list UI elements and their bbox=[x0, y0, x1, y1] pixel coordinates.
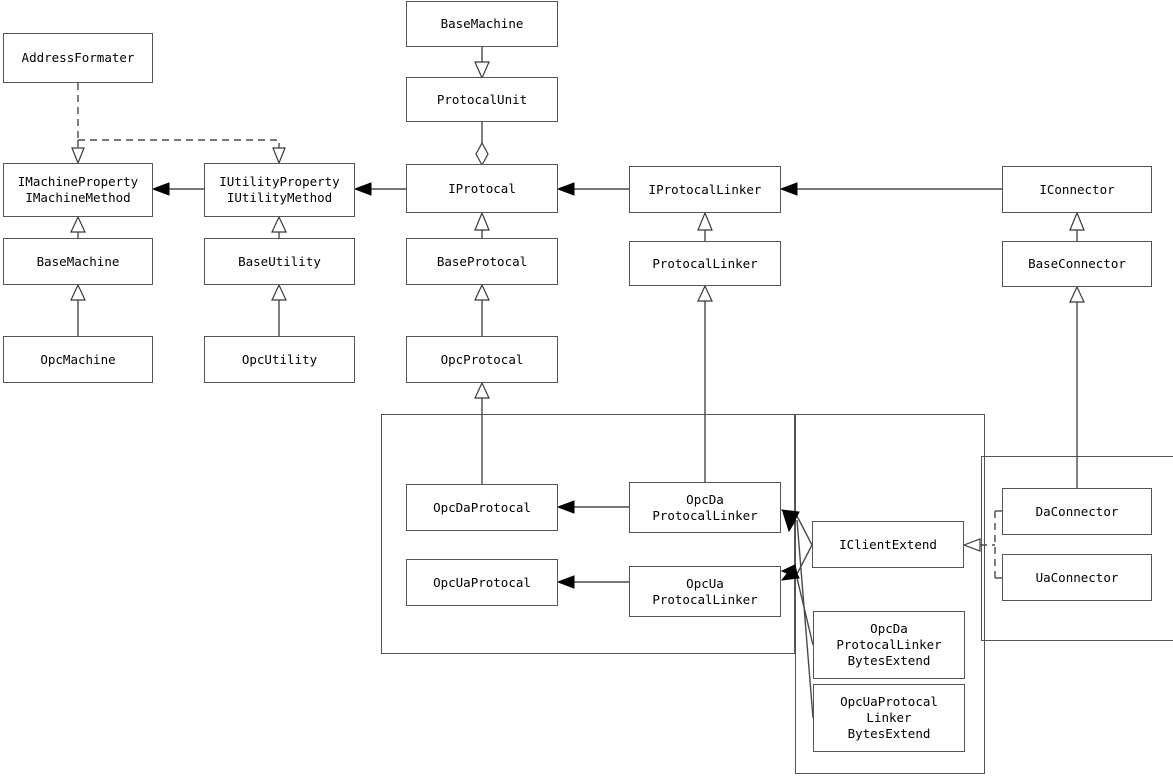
class-box-iprotocal-linker[interactable]: IProtocalLinker bbox=[629, 166, 781, 213]
class-box-iprotocal[interactable]: IProtocal bbox=[406, 164, 558, 213]
class-box-opc-machine[interactable]: OpcMachine bbox=[3, 336, 153, 383]
opc-protocal-group-box bbox=[381, 414, 795, 654]
class-box-base-connector[interactable]: BaseConnector bbox=[1002, 241, 1152, 287]
class-box-opc-ua-protocal-linker[interactable]: OpcUa ProtocalLinker bbox=[629, 566, 781, 617]
class-box-ua-connector[interactable]: UaConnector bbox=[1002, 554, 1152, 601]
generalization-head-opcprotocal bbox=[474, 381, 490, 399]
generalization-head-basemachine-left bbox=[70, 283, 86, 301]
association-head-iutility bbox=[353, 182, 372, 196]
generalization-head-protocallinker bbox=[697, 284, 713, 302]
class-box-iutility-property[interactable]: IUtilityProperty IUtilityMethod bbox=[204, 163, 355, 217]
class-box-base-machine-left[interactable]: BaseMachine bbox=[3, 238, 153, 285]
association-head-imachine bbox=[151, 182, 170, 196]
class-box-opc-ua-linker-bytes[interactable]: OpcUaProtocal Linker BytesExtend bbox=[813, 684, 965, 752]
class-box-opc-da-protocal[interactable]: OpcDaProtocal bbox=[406, 484, 558, 531]
edge-addressformater-branch bbox=[78, 139, 280, 150]
connector-group-box bbox=[981, 456, 1173, 641]
generalization-head-iprotocal bbox=[474, 211, 490, 231]
class-box-iconnector[interactable]: IConnector bbox=[1002, 166, 1152, 213]
class-box-iclient-extend[interactable]: IClientExtend bbox=[812, 521, 964, 568]
class-box-imachine-property[interactable]: IMachineProperty IMachineMethod bbox=[3, 163, 153, 217]
association-head-iprotocallinker bbox=[779, 182, 798, 196]
client-extend-group-box bbox=[795, 414, 985, 774]
class-box-opc-da-linker-bytes[interactable]: OpcDa ProtocalLinker BytesExtend bbox=[813, 611, 965, 679]
dependency-head-imachine bbox=[71, 147, 85, 165]
dependency-head-iutility bbox=[272, 147, 286, 165]
association-head-iprotocal bbox=[556, 182, 575, 196]
aggregation-diamond-iprotocal bbox=[475, 141, 489, 167]
class-box-opc-protocal[interactable]: OpcProtocal bbox=[406, 336, 558, 383]
class-box-base-utility[interactable]: BaseUtility bbox=[204, 238, 355, 285]
generalization-head-iutilityproperty bbox=[271, 215, 287, 233]
class-box-address-formater[interactable]: AddressFormater bbox=[3, 33, 153, 83]
generalization-head-imachineproperty bbox=[70, 215, 86, 233]
class-box-protocal-linker[interactable]: ProtocalLinker bbox=[629, 241, 781, 286]
generalization-head-iconnector bbox=[1069, 211, 1085, 231]
class-box-da-connector[interactable]: DaConnector bbox=[1002, 488, 1152, 535]
class-box-base-machine-top[interactable]: BaseMachine bbox=[406, 1, 558, 47]
class-box-opc-da-protocal-linker[interactable]: OpcDa ProtocalLinker bbox=[629, 482, 781, 533]
class-box-base-protocal[interactable]: BaseProtocal bbox=[406, 238, 558, 285]
class-box-opc-utility[interactable]: OpcUtility bbox=[204, 336, 355, 383]
class-box-protocal-unit[interactable]: ProtocalUnit bbox=[406, 77, 558, 122]
generalization-head-baseprotocal bbox=[474, 283, 490, 301]
generalization-head-protocalunit bbox=[474, 61, 490, 80]
class-box-opc-ua-protocal[interactable]: OpcUaProtocal bbox=[406, 559, 558, 606]
generalization-head-iprotocallinker-gen bbox=[697, 211, 713, 231]
generalization-head-baseconnector bbox=[1069, 285, 1085, 303]
generalization-head-baseutility bbox=[271, 283, 287, 301]
